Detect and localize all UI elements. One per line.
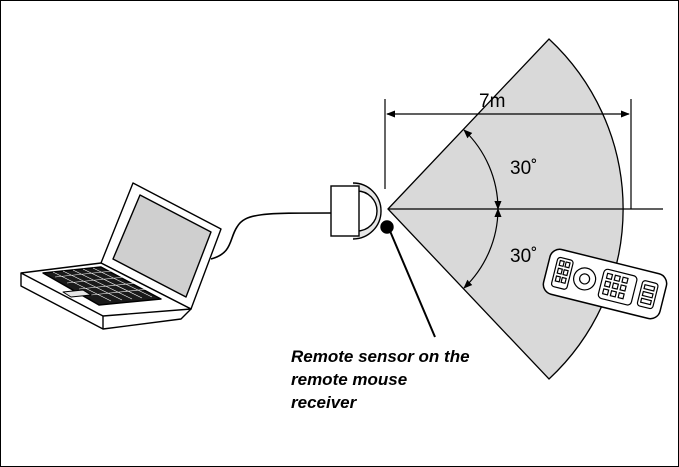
distance-label: 7m: [479, 91, 505, 112]
caption-line-3: receiver: [291, 393, 357, 412]
remote-mouse-receiver-icon: [330, 182, 394, 240]
remote-control-icon: [542, 248, 668, 320]
sensor-caption: Remote sensor on the remote mouse receiv…: [291, 345, 491, 414]
angle-upper-label: 30˚: [510, 158, 537, 179]
receiver-cable: [210, 212, 332, 260]
sensor-leader-line: [389, 230, 436, 338]
angle-lower-label: 30˚: [510, 246, 537, 267]
caption-line-1: Remote sensor on the: [291, 347, 470, 366]
caption-line-2: remote mouse: [291, 370, 408, 389]
angle-arc-upper: [463, 129, 502, 210]
angle-arc-lower: [463, 208, 502, 289]
laptop-icon: [20, 182, 222, 330]
